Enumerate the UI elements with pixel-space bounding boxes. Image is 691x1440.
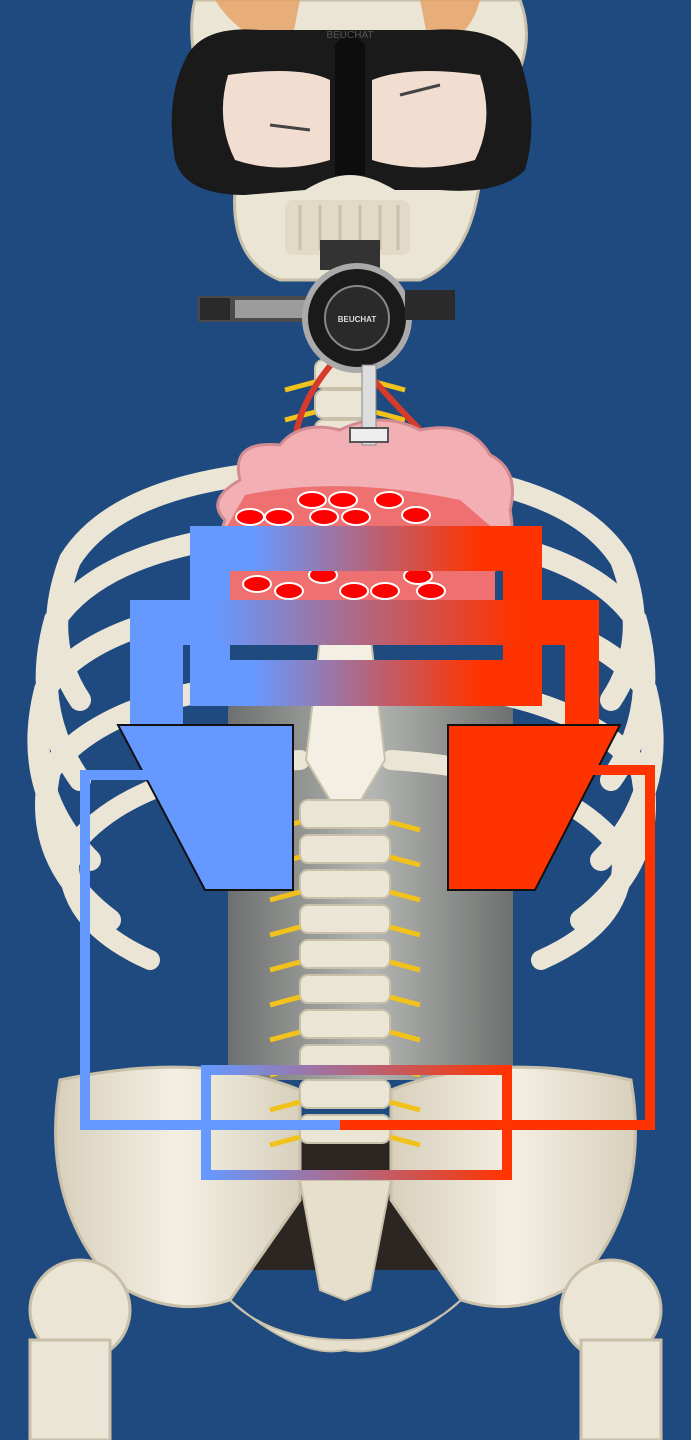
systemic-flow-band <box>130 600 599 645</box>
vertebra <box>300 940 390 968</box>
vertebra <box>300 870 390 898</box>
dive-mask-icon: BEUCHAT <box>172 29 532 195</box>
systemic-right-leg <box>565 600 599 730</box>
pulmonary-flow-band <box>190 526 542 571</box>
pulmonary-bottom-band <box>190 660 542 706</box>
regulator-brand-label: BEUCHAT <box>338 315 377 324</box>
vertebra <box>300 975 390 1003</box>
right-heart-chamber <box>118 725 293 890</box>
vertebra <box>300 800 390 828</box>
mask-brand-label: BEUCHAT <box>326 30 373 41</box>
vertebra <box>300 835 390 863</box>
vertebra <box>300 1080 390 1108</box>
vertebra <box>300 1010 390 1038</box>
vertebra <box>300 905 390 933</box>
systemic-left-leg <box>130 600 183 730</box>
